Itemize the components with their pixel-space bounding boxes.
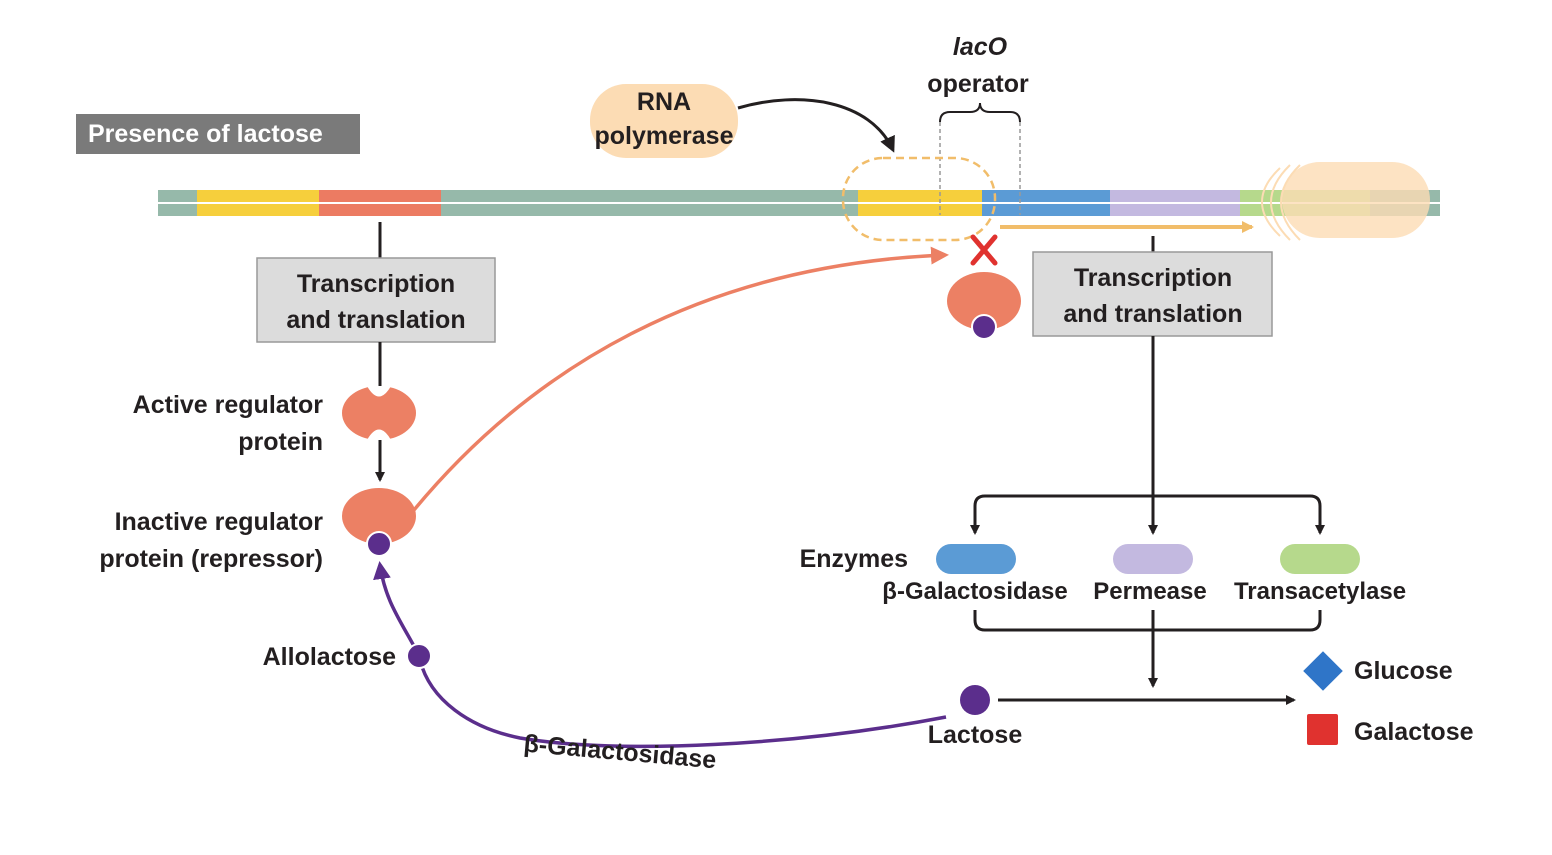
inactive-regulator-protein	[342, 488, 416, 557]
right-box-line1: Transcription	[1074, 264, 1232, 292]
enzymes-label: Enzymes	[800, 545, 908, 573]
rna-polymerase-line1: RNA	[637, 88, 691, 116]
allolactose-dot	[406, 643, 432, 669]
active-regulator-notch-top	[367, 386, 391, 397]
blocked-polymerase-outline	[841, 156, 997, 242]
left-box-bg	[256, 257, 496, 343]
beta-galactosidase-path-label: β-Galactosidase	[523, 730, 718, 775]
motion-arc-1	[1280, 164, 1301, 241]
enzyme-pill-permease	[1113, 544, 1193, 574]
allolactose-to-repressor-arrow	[373, 561, 417, 649]
galactose-label: Galactose	[1354, 718, 1474, 746]
operator-label-line1: lacO	[953, 33, 1008, 61]
right-box-line2: and translation	[1063, 300, 1242, 328]
enzyme-branch-lines	[970, 336, 1325, 535]
glucose-label: Glucose	[1354, 657, 1453, 685]
lactose-to-allolactose-path	[418, 659, 947, 749]
glucose-diamond-icon	[1303, 651, 1343, 691]
rna-polymerase-line2: polymerase	[595, 122, 734, 150]
enzyme-name-beta-galactosidase: β-Galactosidase	[882, 578, 1067, 605]
inactive-regulator-line2: protein (repressor)	[99, 545, 323, 573]
inactive-repressor-near-operator	[947, 272, 1021, 340]
dna-strand	[158, 190, 1440, 216]
lactose-label: Lactose	[928, 721, 1023, 749]
motion-arc-2	[1270, 164, 1291, 241]
inactive-regulator-allolactose-dot	[366, 531, 392, 557]
presence-banner: Presence of lactose	[76, 114, 360, 154]
active-regulator-protein	[342, 386, 416, 440]
product-galactose: Galactose	[1307, 714, 1474, 746]
repressor-body	[947, 272, 1021, 330]
branch-horizontal	[973, 494, 1322, 530]
lactose-dot	[960, 685, 990, 715]
rna-polymerase-shape	[590, 84, 738, 158]
product-glucose: Glucose	[1303, 651, 1453, 691]
enzymes-lower-brace	[973, 610, 1322, 632]
polymerase-to-promoter-arrow	[737, 98, 895, 153]
enzyme-pill-transacetylase	[1280, 544, 1360, 574]
rna-polymerase: RNA polymerase	[590, 84, 738, 158]
block-x-icon	[970, 234, 998, 266]
active-regulator-line2: protein	[238, 428, 323, 456]
enzyme-name-permease: Permease	[1093, 578, 1206, 605]
operator-label-line2: operator	[927, 70, 1029, 98]
x-stroke-2	[970, 234, 998, 266]
polymerase-ghost-shape	[1282, 162, 1430, 238]
active-regulator-line1: Active regulator	[133, 391, 324, 419]
left-box-line1: Transcription	[297, 270, 455, 298]
banner-text: Presence of lactose	[88, 120, 323, 148]
inactive-regulator-shape	[342, 488, 416, 544]
active-regulator-shape	[342, 386, 416, 440]
active-regulator-notch-bottom	[367, 429, 391, 440]
enzyme-pill-beta-galactosidase	[936, 544, 1016, 574]
repressor-to-operator-arrow	[412, 246, 949, 512]
allolactose-bound-dot	[971, 314, 997, 340]
banner-bg	[76, 114, 360, 154]
operator-brace-shape	[939, 102, 1021, 123]
right-transcription-box: Transcription and translation	[1032, 251, 1273, 337]
left-transcription-box: Transcription and translation	[256, 257, 496, 343]
rna-polymerase-moving	[1261, 162, 1430, 241]
motion-arc-3	[1261, 167, 1281, 237]
enzyme-name-transacetylase: Transacetylase	[1234, 578, 1406, 605]
operator-brace	[939, 102, 1021, 215]
left-box-line2: and translation	[286, 306, 465, 334]
allolactose-label: Allolactose	[263, 643, 396, 671]
inactive-regulator-line1: Inactive regulator	[115, 508, 324, 536]
right-box-bg	[1032, 251, 1273, 337]
galactose-square-icon	[1307, 714, 1338, 745]
